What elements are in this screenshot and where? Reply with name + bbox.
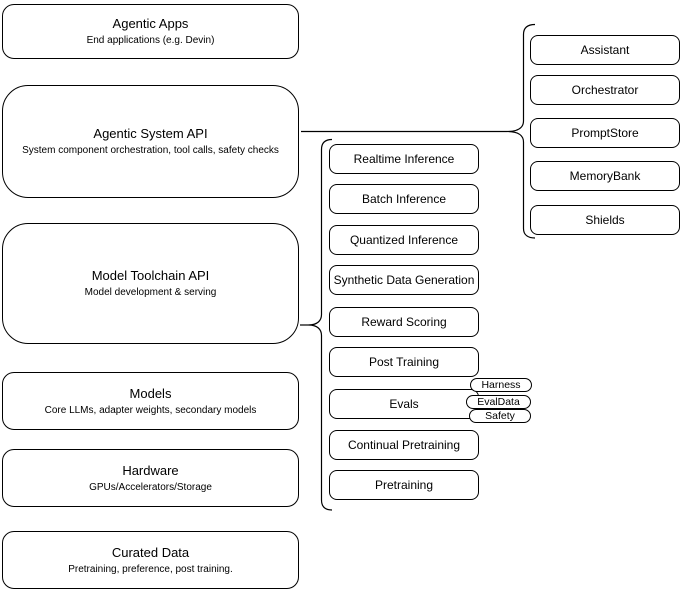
node-models: Models Core LLMs, adapter weights, secon… xyxy=(2,372,299,430)
node-title: Agentic System API xyxy=(93,126,208,141)
node-promptstore: PromptStore xyxy=(530,118,680,148)
pill-label: Harness xyxy=(481,379,521,391)
node-post-training: Post Training xyxy=(329,347,479,377)
node-curated-data: Curated Data Pretraining, preference, po… xyxy=(2,531,299,589)
node-synthetic-data-generation: Synthetic Data Generation xyxy=(329,265,479,295)
node-agentic-apps: Agentic Apps End applications (e.g. Devi… xyxy=(2,4,299,59)
node-label: Batch Inference xyxy=(361,192,447,206)
node-subtitle: Core LLMs, adapter weights, secondary mo… xyxy=(44,404,257,416)
node-quantized-inference: Quantized Inference xyxy=(329,225,479,255)
node-orchestrator: Orchestrator xyxy=(530,75,680,105)
node-memorybank: MemoryBank xyxy=(530,161,680,191)
pill-label: EvalData xyxy=(477,396,520,408)
node-label: PromptStore xyxy=(571,126,639,140)
node-label: Reward Scoring xyxy=(361,315,447,329)
pill-evaldata: EvalData xyxy=(466,395,531,409)
node-label: Orchestrator xyxy=(571,83,639,97)
node-batch-inference: Batch Inference xyxy=(329,184,479,214)
node-agentic-system-api: Agentic System API System component orch… xyxy=(2,85,299,198)
node-subtitle: System component orchestration, tool cal… xyxy=(22,145,279,156)
node-title: Curated Data xyxy=(111,544,190,560)
node-label: Pretraining xyxy=(374,478,434,492)
node-label: Post Training xyxy=(368,355,440,369)
node-label: Quantized Inference xyxy=(349,233,459,247)
pill-safety: Safety xyxy=(469,409,531,423)
node-hardware: Hardware GPUs/Accelerators/Storage xyxy=(2,449,299,507)
node-label: Shields xyxy=(585,213,625,227)
node-label: Synthetic Data Generation xyxy=(333,273,475,287)
node-title: Agentic Apps xyxy=(112,16,189,31)
node-title: Models xyxy=(129,385,172,401)
node-realtime-inference: Realtime Inference xyxy=(329,144,479,174)
node-subtitle: Model development & serving xyxy=(84,287,217,298)
node-subtitle: End applications (e.g. Devin) xyxy=(86,35,215,46)
node-label: MemoryBank xyxy=(569,169,641,183)
pill-label: Safety xyxy=(485,410,515,422)
node-label: Realtime Inference xyxy=(353,152,455,166)
node-subtitle: GPUs/Accelerators/Storage xyxy=(89,481,212,493)
node-label: Continual Pretraining xyxy=(347,438,461,452)
node-pretraining: Pretraining xyxy=(329,470,479,500)
node-label: Evals xyxy=(389,397,419,411)
node-label: Assistant xyxy=(580,43,630,57)
pill-harness: Harness xyxy=(470,378,532,392)
node-title: Model Toolchain API xyxy=(91,268,210,283)
node-title: Hardware xyxy=(122,462,179,478)
node-model-toolchain-api: Model Toolchain API Model development & … xyxy=(2,223,299,344)
node-shields: Shields xyxy=(530,205,680,235)
node-assistant: Assistant xyxy=(530,35,680,65)
node-reward-scoring: Reward Scoring xyxy=(329,307,479,337)
node-continual-pretraining: Continual Pretraining xyxy=(329,430,479,460)
node-evals: Evals xyxy=(329,389,479,419)
node-subtitle: Pretraining, preference, post training. xyxy=(68,563,233,575)
